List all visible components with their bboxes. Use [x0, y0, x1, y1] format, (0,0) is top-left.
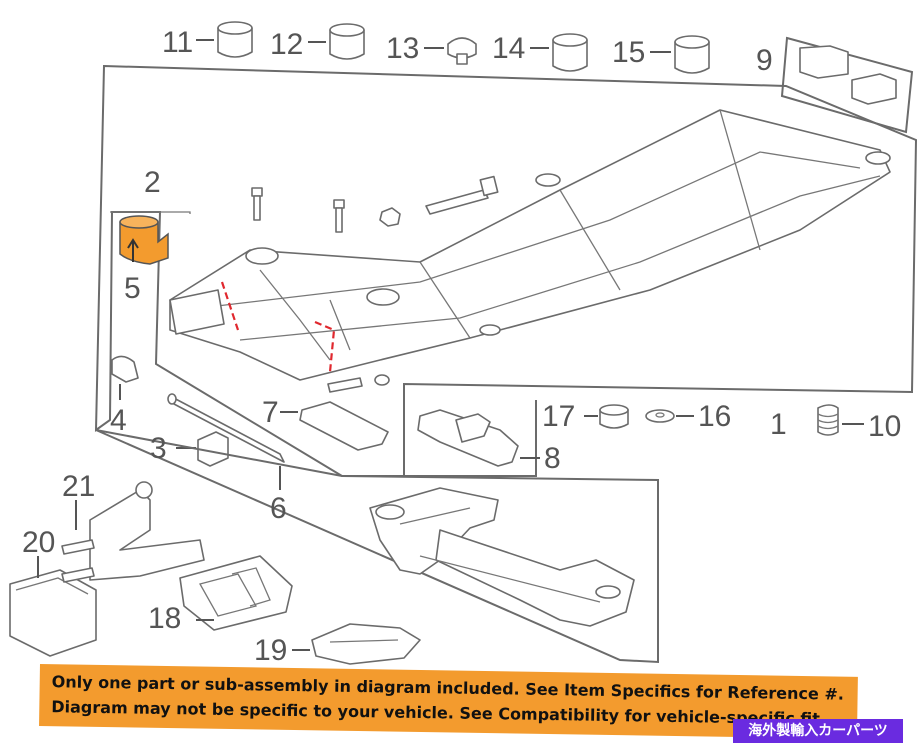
- chassis-frame-1: [169, 109, 891, 381]
- module-20: [9, 569, 97, 657]
- bushing-15: [674, 35, 710, 74]
- callout-18: 18: [148, 602, 181, 635]
- callout-15: 15: [612, 36, 645, 69]
- callout-13: 13: [386, 32, 419, 65]
- callout-2: 2: [144, 166, 161, 199]
- callout-5: 5: [124, 272, 141, 305]
- callout-11: 11: [162, 26, 193, 59]
- callout-16: 16: [698, 400, 731, 433]
- callout-17: 17: [542, 400, 575, 433]
- crossmember-7: [299, 401, 389, 451]
- callout-12: 12: [270, 28, 303, 61]
- spring-10: [817, 404, 839, 436]
- callout-1: 1: [770, 408, 787, 441]
- rod-6: [167, 393, 285, 463]
- callout-14: 14: [492, 32, 525, 65]
- skid-plate-19: [311, 623, 421, 665]
- callout-6: 6: [270, 492, 287, 525]
- clip-4: [111, 355, 139, 383]
- bracket-set-9: [780, 36, 914, 134]
- callout-10: 10: [868, 410, 901, 443]
- bracket-21: [61, 481, 205, 583]
- callout-4: 4: [110, 404, 127, 437]
- fastener-group: [251, 175, 499, 393]
- bushing-11: [217, 21, 253, 58]
- bushing-14: [552, 33, 588, 72]
- crossmember-8: [417, 409, 519, 467]
- bushing-17: [599, 404, 629, 429]
- callout-9: 9: [756, 44, 773, 77]
- callout-20: 20: [22, 526, 55, 559]
- callout-21: 21: [62, 470, 95, 503]
- bushing-12: [329, 23, 365, 60]
- skid-plate-18: [179, 555, 293, 631]
- bushing-13: [447, 37, 477, 65]
- washer-16: [645, 409, 675, 423]
- callout-7: 7: [262, 396, 279, 429]
- crossmember-box: [403, 384, 537, 477]
- callout-19: 19: [254, 634, 287, 667]
- bracket-3: [197, 431, 229, 467]
- shop-badge: 海外製輸入カーパーツ: [733, 719, 903, 743]
- body-mount-5-highlighted: [119, 215, 169, 265]
- callout-3: 3: [150, 432, 167, 465]
- subframe-box: [95, 429, 659, 664]
- subframe-assembly: [369, 487, 635, 627]
- callout-8: 8: [544, 442, 561, 475]
